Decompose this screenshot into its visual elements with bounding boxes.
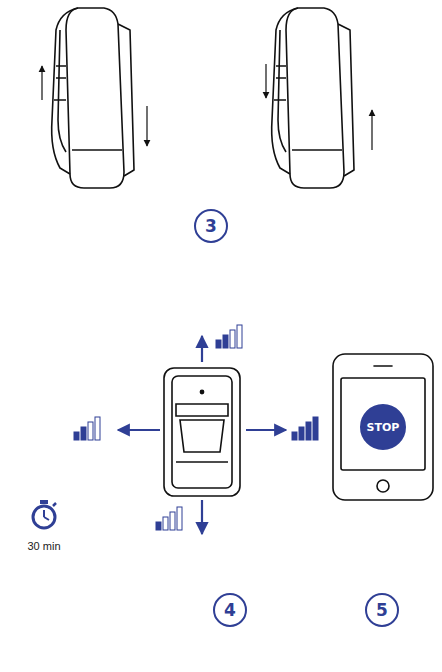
sensor-side-view [42,8,147,188]
sensor-side-view [266,8,372,188]
step-number: 4 [213,593,247,627]
callout-number: 4 [224,602,236,619]
button-label: STOP [367,422,400,433]
stop-button: STOP [360,404,406,450]
callout-number: 5 [376,602,388,619]
signal-arrow [118,336,286,534]
step-number: 3 [194,209,228,243]
step-number: 5 [365,593,399,627]
callout-number: 3 [205,218,217,235]
signal-strength-icon [74,325,318,530]
stopwatch-icon [33,500,56,528]
sensor-front-view [164,368,240,496]
duration-label: 30 min [27,540,60,552]
smartphone [333,354,433,500]
